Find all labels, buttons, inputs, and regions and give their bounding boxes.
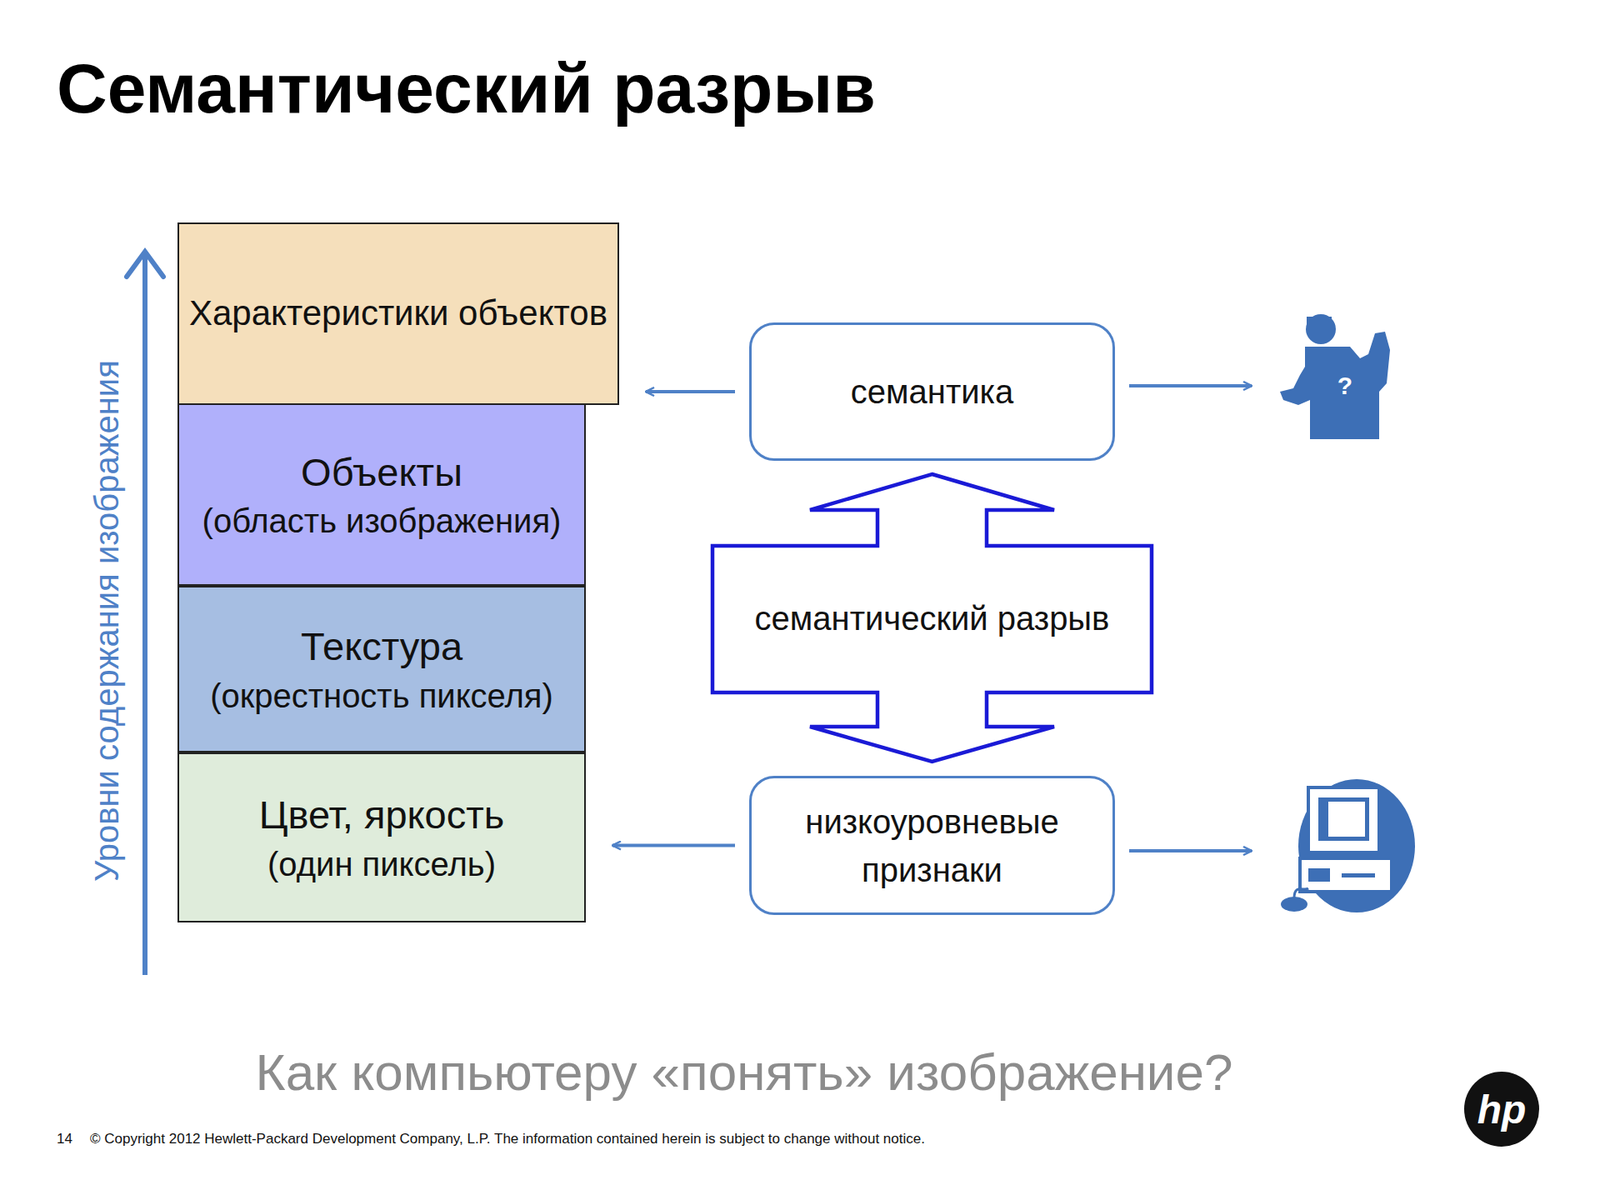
node-text: Цвет, яркость <box>259 788 505 841</box>
axis-label: Уровни содержания изображения <box>88 360 126 882</box>
node-text: низкоуровневые признаки <box>790 797 1075 895</box>
computer-icon <box>1280 779 1415 913</box>
level-box: Характеристики объектов <box>177 222 620 405</box>
level-box: Текстура(окрестность пикселя) <box>177 585 586 753</box>
rounded-box: низкоуровневые признаки <box>749 775 1115 915</box>
hp-logo <box>1464 1071 1540 1147</box>
node-subtext: (область изображения) <box>202 498 562 544</box>
page-number: 14 <box>56 1130 73 1148</box>
node-text: Текстура <box>300 620 463 673</box>
person-icon <box>1280 314 1390 440</box>
connector-arrow <box>645 390 735 394</box>
node-text: Характеристики объектов <box>189 290 608 338</box>
node-text: семантический разрыв <box>755 595 1110 641</box>
double-arrow-shape: семантический разрыв <box>710 472 1154 764</box>
slide-caption: Как компьютеру «понять» изображение? <box>255 1042 1234 1102</box>
levels-arrow <box>126 251 164 975</box>
slide-title: Семантический разрыв <box>56 48 876 130</box>
arrow-to-computer <box>1129 849 1252 853</box>
level-box: Объекты(область изображения) <box>177 403 586 586</box>
node-subtext: (один пиксель) <box>267 841 496 887</box>
node-subtext: (окрестность пикселя) <box>210 673 554 719</box>
hp-logo-text: hp <box>1477 1086 1527 1133</box>
copyright-note: © Copyright 2012 Hewlett-Packard Develop… <box>90 1130 925 1148</box>
node-text: Объекты <box>300 445 463 499</box>
arrow-to-person <box>1129 384 1252 388</box>
double-arrow-path <box>712 474 1152 762</box>
connector-arrow <box>612 844 735 848</box>
icon-question-mark: ? <box>1337 371 1353 400</box>
level-box: Цвет, яркость(один пиксель) <box>177 752 586 923</box>
rounded-box: семантика <box>749 322 1115 461</box>
node-text: семантика <box>850 367 1014 416</box>
